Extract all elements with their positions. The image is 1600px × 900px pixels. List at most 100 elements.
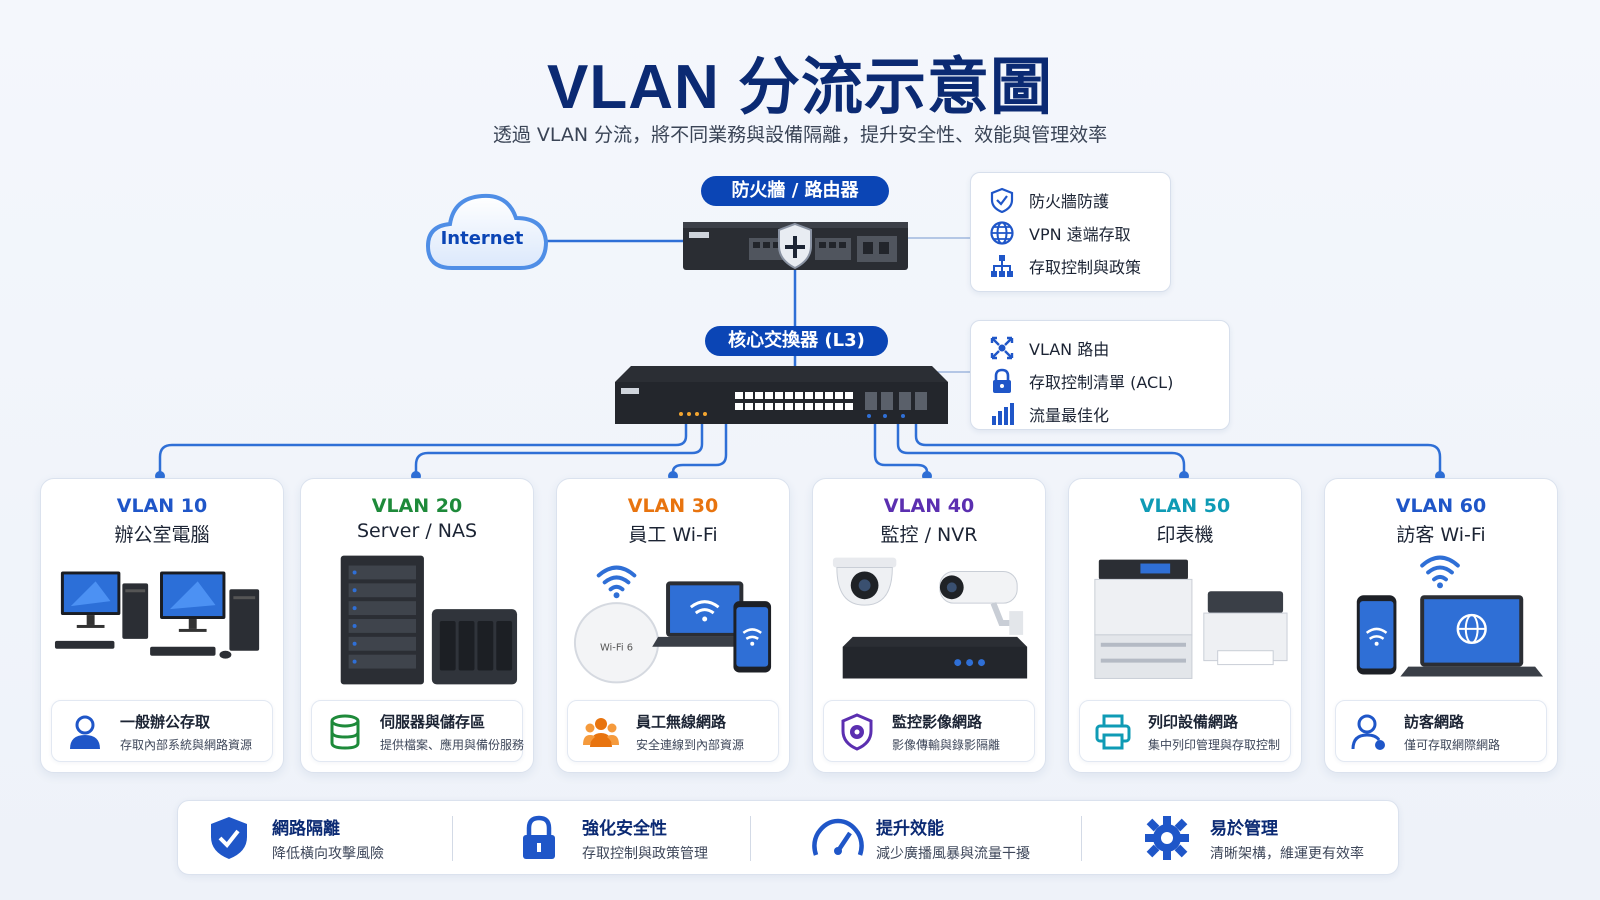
firewall-router-device[interactable] <box>683 218 908 276</box>
hierarchy-icon <box>991 254 1013 277</box>
user-icon <box>70 715 100 749</box>
vlan-name: 辦公室電腦 <box>114 524 210 546</box>
vlan-id: VLAN 60 <box>1395 495 1487 517</box>
lock-icon <box>993 368 1011 393</box>
firewall-features-panel: 防火牆防護 VPN 遠端存取 存取控制與政策 <box>970 172 1171 292</box>
surveillance-nvr-illustration <box>832 557 1028 679</box>
vlan-card-30[interactable]: VLAN 30 員工 Wi-Fi Wi-Fi 6 員工無線網路 安全連線到內部資… <box>556 478 790 773</box>
benefit-management: 易於管理 清晰架構，維運更有效率 <box>1144 801 1384 876</box>
usage-desc: 安全連線到內部資源 <box>636 738 745 752</box>
employee-wifi-illustration: Wi-Fi 6 <box>573 565 772 684</box>
wire-vlan10 <box>158 422 688 476</box>
usage-title: 列印設備網路 <box>1148 713 1239 731</box>
usage-desc: 集中列印管理與存取控制 <box>1148 738 1281 752</box>
usage-desc: 僅可存取網際網路 <box>1404 738 1501 752</box>
usage-title: 員工無線網路 <box>636 713 727 731</box>
printers-illustration <box>1094 559 1288 679</box>
page-title: VLAN 分流示意圖 <box>546 53 1053 122</box>
core-switch-label: 核心交換器 (L3) <box>705 326 888 356</box>
printer-icon <box>1095 714 1131 750</box>
vlan-name: 印表機 <box>1156 524 1214 546</box>
benefit-title: 強化安全性 <box>582 819 667 839</box>
benefit-desc: 降低橫向攻擊風險 <box>272 846 384 862</box>
shield-camera-icon <box>841 713 873 751</box>
page-subtitle: 透過 VLAN 分流，將不同業務與設備隔離，提升安全性、效能與管理效率 <box>492 124 1108 146</box>
vlan-name: Server / NAS <box>356 520 478 542</box>
vlan-id: VLAN 30 <box>627 495 719 517</box>
divider <box>452 816 453 861</box>
speedometer-icon <box>812 818 864 856</box>
vlan-id: VLAN 20 <box>371 495 463 517</box>
switch-feature-item: VLAN 路由 <box>989 331 1211 364</box>
vlan-name: 監控 / NVR <box>880 524 978 546</box>
bar-chart-icon <box>992 402 1014 425</box>
divider <box>750 816 751 861</box>
database-icon <box>330 714 360 750</box>
wire-vlan50 <box>896 422 1186 476</box>
benefit-title: 提升效能 <box>876 819 944 839</box>
firewall-feature-label: VPN 遠端存取 <box>1029 224 1131 244</box>
users-group-icon <box>583 718 619 747</box>
vlan-card-10[interactable]: VLAN 10 辦公室電腦 一般辦公存取 存取內部系統與網路資源 <box>40 478 284 773</box>
globe-icon <box>990 220 1014 245</box>
divider <box>1081 816 1082 861</box>
vlan-name: 訪客 Wi-Fi <box>1396 524 1486 546</box>
access-point-label: Wi-Fi 6 <box>600 643 633 654</box>
firewall-label: 防火牆 / 路由器 <box>701 176 889 206</box>
guest-wifi-illustration <box>1356 555 1544 677</box>
firewall-feature-item: 存取控制與政策 <box>989 249 1152 282</box>
wire-vlan20 <box>414 422 704 476</box>
usage-desc: 提供檔案、應用與備份服務 <box>380 738 525 752</box>
vlan-card-60[interactable]: VLAN 60 訪客 Wi-Fi 訪客網路 僅可存取網際網路 <box>1324 478 1558 773</box>
internet-label: Internet <box>440 228 524 249</box>
shield-check-icon <box>990 187 1014 213</box>
cloud-icon <box>425 193 549 270</box>
lock-icon <box>523 815 555 859</box>
benefit-performance: 提升效能 減少廣播風暴與流量干擾 <box>810 801 1080 876</box>
switch-feature-label: VLAN 路由 <box>1029 339 1110 359</box>
firewall-feature-item: VPN 遠端存取 <box>989 216 1152 249</box>
firewall-feature-item: 防火牆防護 <box>989 183 1152 216</box>
wire-vlan30 <box>671 422 728 476</box>
vlan-id: VLAN 40 <box>883 495 975 517</box>
usage-title: 一般辦公存取 <box>120 713 211 731</box>
usage-desc: 影像傳輸與錄影隔離 <box>892 738 1001 752</box>
vlan-usage-panel: 訪客網路 僅可存取網際網路 <box>1335 700 1547 762</box>
core-switch-device[interactable] <box>615 366 948 428</box>
shield-check-icon <box>211 817 247 859</box>
usage-desc: 存取內部系統與網路資源 <box>120 738 253 752</box>
usage-title: 訪客網路 <box>1404 713 1465 731</box>
benefit-title: 網路隔離 <box>272 819 340 839</box>
vlan-usage-panel: 伺服器與儲存區 提供檔案、應用與備份服務 <box>311 700 525 762</box>
benefit-desc: 存取控制與政策管理 <box>582 846 708 862</box>
guest-user-icon <box>1351 714 1385 750</box>
usage-title: 監控影像網路 <box>892 713 983 731</box>
firewall-feature-label: 防火牆防護 <box>1029 191 1110 211</box>
benefit-isolation: 網路隔離 降低橫向攻擊風險 <box>206 801 456 876</box>
benefits-bar: 網路隔離 降低橫向攻擊風險 強化安全性 存取控制與政策管理 提升效能 減少廣播風… <box>177 800 1399 875</box>
office-computers-illustration <box>54 571 260 659</box>
switch-feature-item: 存取控制清單 (ACL) <box>989 364 1211 397</box>
vlan-name: 員工 Wi-Fi <box>628 524 718 546</box>
vlan-card-50[interactable]: VLAN 50 印表機 列印設備網路 集中列印管理與存取控制 <box>1068 478 1302 773</box>
wire-vlan40 <box>873 422 929 476</box>
benefit-desc: 清晰架構，維運更有效率 <box>1210 846 1364 862</box>
routing-icon <box>990 336 1014 359</box>
usage-title: 伺服器與儲存區 <box>380 713 486 731</box>
vlan-card-40[interactable]: VLAN 40 監控 / NVR 監控影像網路 影像傳輸與錄影隔離 <box>812 478 1046 773</box>
vlan-id: VLAN 50 <box>1139 495 1231 517</box>
vlan-id: VLAN 10 <box>116 495 208 517</box>
benefit-security: 強化安全性 存取控制與政策管理 <box>516 801 766 876</box>
core-switch-features-panel: VLAN 路由 存取控制清單 (ACL) 流量最佳化 <box>970 320 1230 430</box>
switch-feature-item: 流量最佳化 <box>989 397 1211 430</box>
vlan-card-20[interactable]: VLAN 20 Server / NAS 伺服器與儲存區 提供檔案、應用與備份服… <box>300 478 534 773</box>
vlan-usage-panel: 監控影像網路 影像傳輸與錄影隔離 <box>823 700 1035 762</box>
vlan-usage-panel: 員工無線網路 安全連線到內部資源 <box>567 700 779 762</box>
benefit-title: 易於管理 <box>1210 819 1278 839</box>
vlan-usage-panel: 一般辦公存取 存取內部系統與網路資源 <box>51 700 273 762</box>
server-nas-illustration <box>340 555 518 685</box>
firewall-feature-label: 存取控制與政策 <box>1029 257 1142 277</box>
wire-vlan60 <box>914 422 1442 476</box>
gear-icon <box>1145 816 1189 860</box>
benefit-desc: 減少廣播風暴與流量干擾 <box>876 846 1030 862</box>
